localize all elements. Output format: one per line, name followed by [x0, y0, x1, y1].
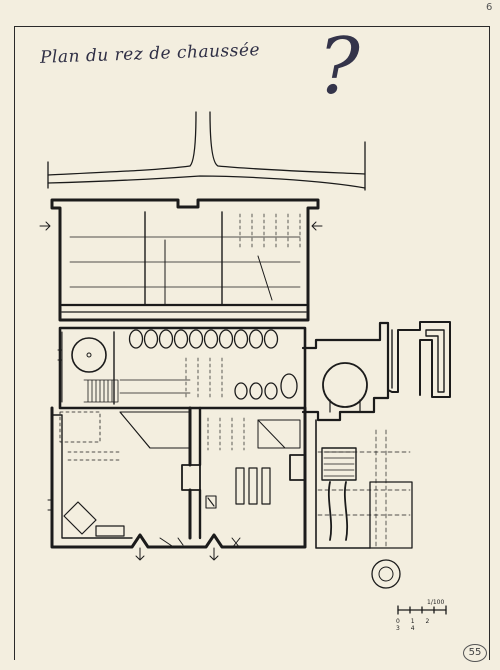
page-number-stamp: 55 [463, 644, 487, 662]
question-mark-annotation: ? [318, 22, 360, 112]
east-annex [301, 321, 451, 422]
corner-number: 6 [486, 2, 493, 13]
scale-tick-3: 3 [396, 625, 405, 632]
drawing-frame [14, 26, 490, 660]
scale-tick-1: 1 [410, 618, 420, 625]
scale-label: 1/100 [427, 599, 445, 606]
barrels-lower [234, 373, 298, 400]
scale-tick-2: 2 [425, 618, 434, 625]
scale-tick-4: 4 [410, 625, 420, 632]
scale-tick-0: 0 [396, 618, 405, 625]
street-lines [47, 111, 366, 191]
south-building [47, 406, 307, 561]
scale-bar [397, 605, 447, 615]
north-building [39, 198, 323, 322]
scale-tick-labels: 0 1 2 3 4 [396, 618, 446, 632]
barrels-row [128, 329, 279, 349]
middle-strip [57, 326, 307, 410]
lower-right-structure [315, 419, 413, 589]
